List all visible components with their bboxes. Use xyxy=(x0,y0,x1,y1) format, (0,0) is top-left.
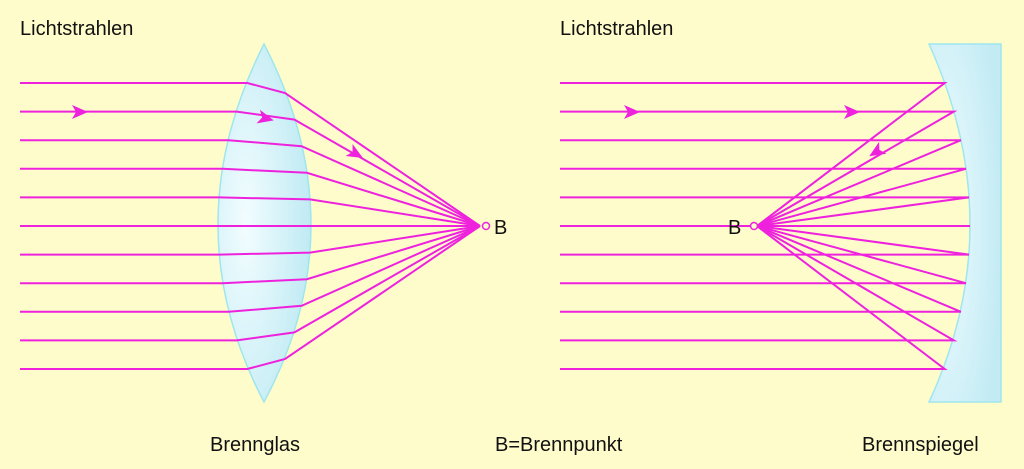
mirror-ray xyxy=(560,225,958,342)
lens-ray xyxy=(20,225,481,370)
lens-ray xyxy=(20,139,481,227)
mirror-ray xyxy=(560,225,970,256)
lens-rays xyxy=(20,82,481,370)
arrow-icon xyxy=(869,141,887,157)
direction-arrows xyxy=(72,105,887,158)
focal-point-legend: B=Brennpunkt xyxy=(495,434,623,456)
right-title: Lichtstrahlen xyxy=(560,18,673,40)
left-focal-label: B xyxy=(494,217,507,239)
lens-ray xyxy=(20,225,481,256)
lens-ray xyxy=(20,225,481,342)
arrow-icon xyxy=(345,143,363,158)
right-focal-point xyxy=(749,221,759,231)
mirror-rays xyxy=(560,82,970,370)
arrow-icon xyxy=(624,105,640,119)
mirror-ray xyxy=(560,196,970,227)
mirror-ray xyxy=(560,225,962,313)
lens-caption: Brennglas xyxy=(210,434,300,456)
mirror-ray xyxy=(560,110,958,227)
left-title: Lichtstrahlen xyxy=(20,18,133,40)
convex-lens xyxy=(217,42,312,404)
arrow-icon xyxy=(72,105,88,119)
lens-ray xyxy=(20,82,481,227)
arrow-icon xyxy=(256,109,274,124)
mirror-ray xyxy=(560,82,948,227)
lens-ray xyxy=(20,225,481,313)
concave-mirror xyxy=(927,43,1002,403)
mirror-ray xyxy=(560,225,948,370)
arrow-icon xyxy=(844,105,860,119)
left-focal-point xyxy=(481,221,491,231)
mirror-ray xyxy=(560,225,967,285)
lens-ray xyxy=(20,167,481,227)
right-focal-label: B xyxy=(728,217,741,239)
lens-ray xyxy=(20,225,481,285)
mirror-ray xyxy=(560,139,962,227)
mirror-caption: Brennspiegel xyxy=(862,434,979,456)
mirror-ray xyxy=(560,167,967,227)
lens-ray xyxy=(20,196,481,227)
